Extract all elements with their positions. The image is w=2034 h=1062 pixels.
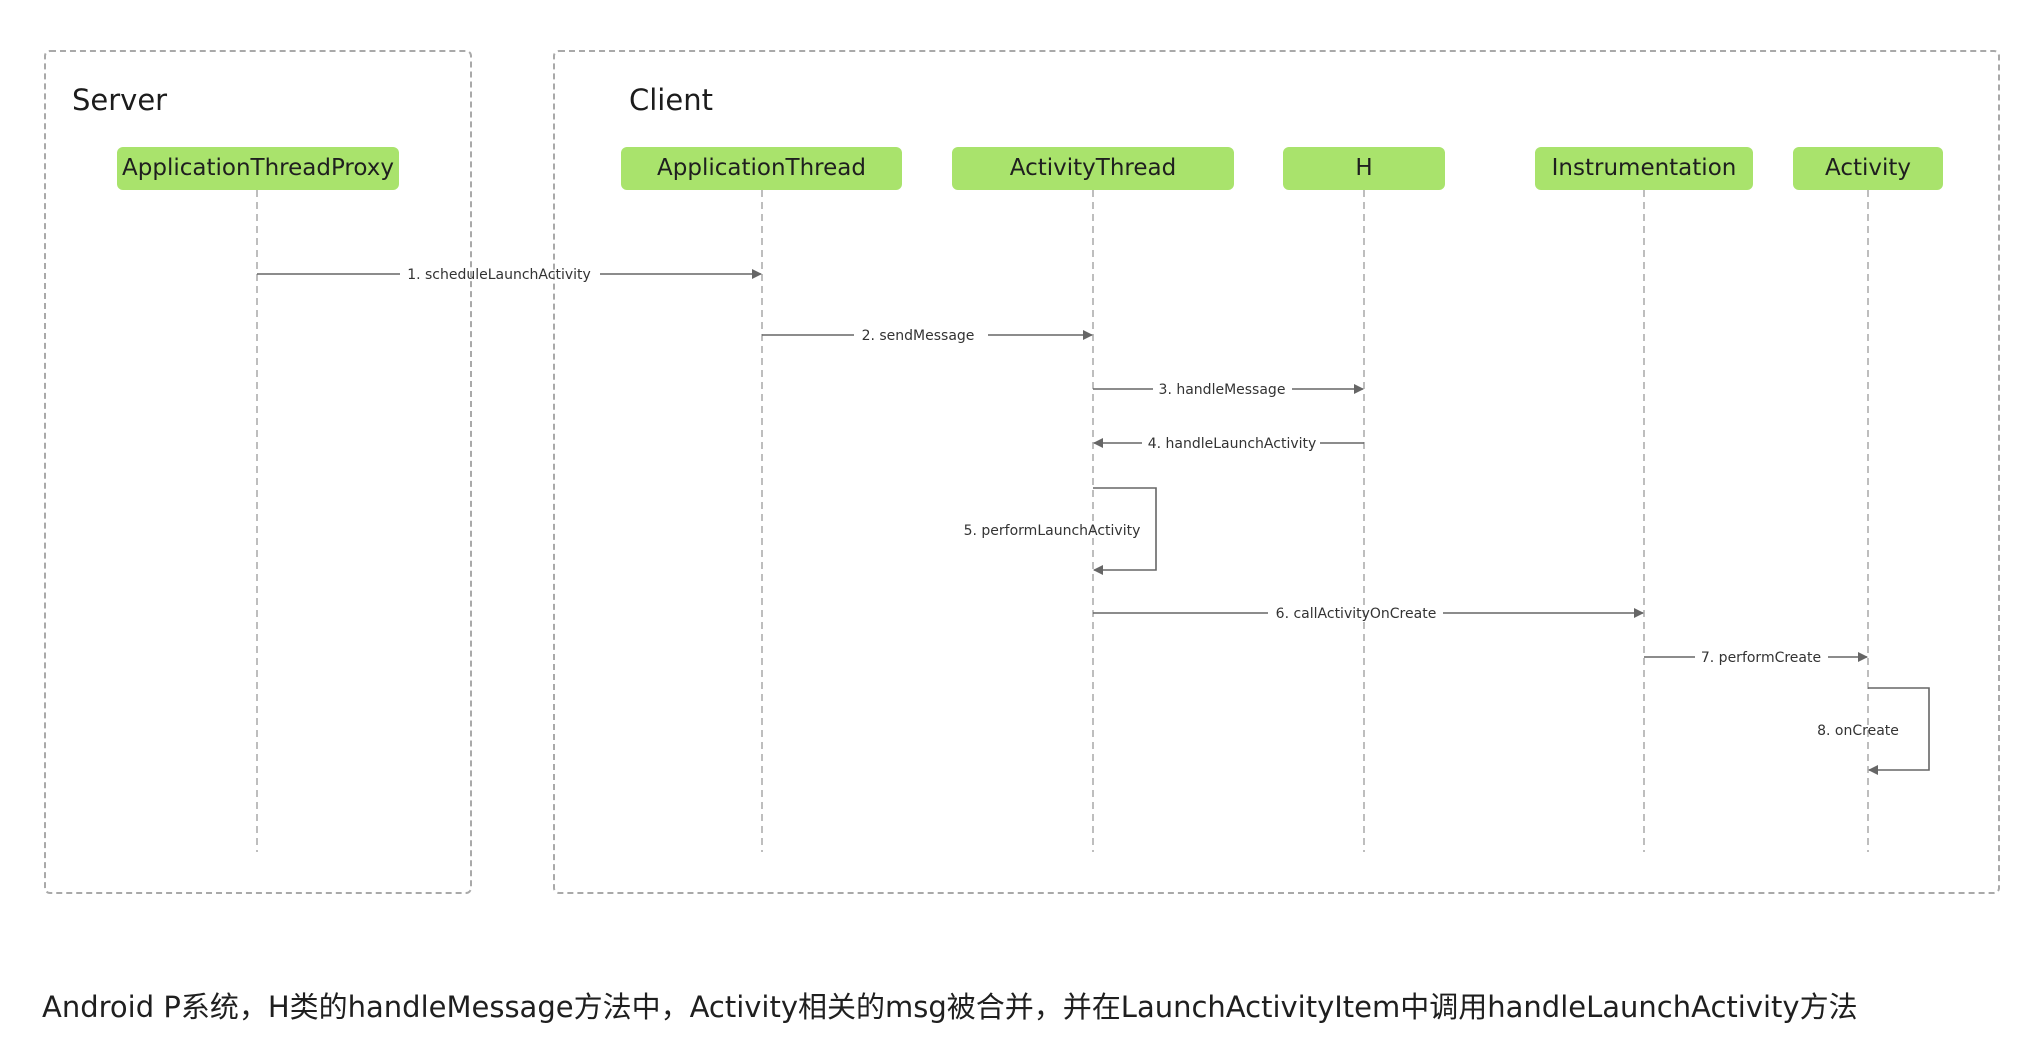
server-group-frame	[44, 50, 472, 894]
participant-instrumentation: Instrumentation	[1535, 147, 1753, 190]
participant-activity-thread: ActivityThread	[952, 147, 1234, 190]
message-3-label: 3. handleMessage	[1159, 382, 1286, 398]
message-5-label: 5. performLaunchActivity	[964, 523, 1141, 539]
participant-h: H	[1283, 147, 1445, 190]
message-4-label: 4. handleLaunchActivity	[1148, 436, 1317, 452]
participant-application-thread: ApplicationThread	[621, 147, 902, 190]
server-group-title: Server	[72, 83, 168, 117]
message-7-label: 7. performCreate	[1701, 650, 1821, 666]
message-6-label: 6. callActivityOnCreate	[1276, 606, 1437, 622]
message-8-self-loop	[1868, 687, 1930, 775]
client-group-title: Client	[629, 83, 713, 117]
participant-application-thread-proxy: ApplicationThreadProxy	[117, 147, 399, 190]
message-2-label: 2. sendMessage	[862, 328, 975, 344]
participant-activity: Activity	[1793, 147, 1943, 190]
figure-caption: Android P系统，H类的handleMessage方法中，Activity…	[42, 990, 1858, 1024]
message-8-label: 8. onCreate	[1817, 723, 1899, 739]
message-1-label: 1. scheduleLaunchActivity	[407, 267, 591, 283]
client-group-frame	[553, 50, 2000, 894]
message-5-self-loop	[1093, 487, 1157, 575]
